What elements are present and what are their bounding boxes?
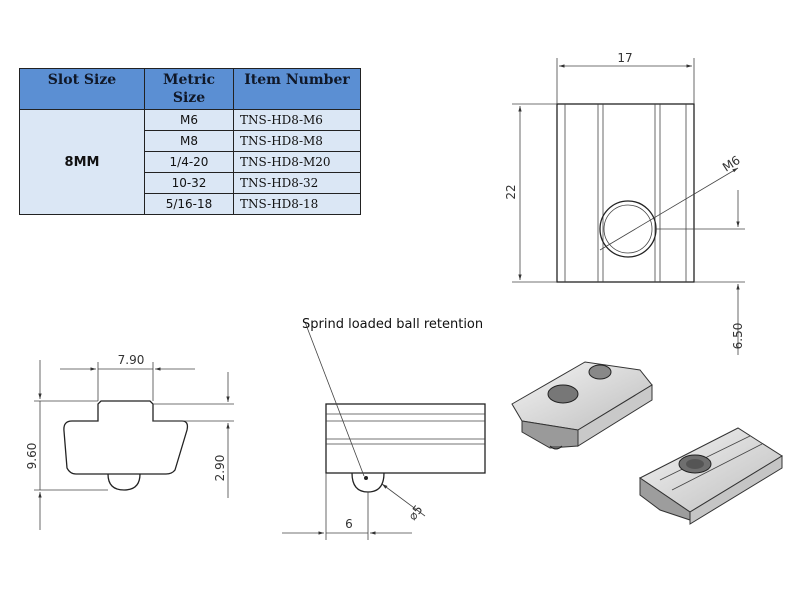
header-item-number: Item Number — [233, 68, 361, 110]
dim-ball-diameter: ⌀5 — [405, 503, 425, 523]
slot-size-cell: 8MM — [19, 109, 145, 215]
metric-cell: 10-32 — [144, 172, 234, 194]
metric-cell: M8 — [144, 130, 234, 152]
dim-thread-m6: M6 — [720, 153, 743, 175]
item-number-cell: TNS-HD8-32 — [233, 172, 361, 194]
side-view — [282, 321, 486, 540]
item-number-cell: TNS-HD8-M6 — [233, 109, 361, 131]
dim-width-17: 17 — [617, 51, 632, 65]
ball-retention-note: Sprind loaded ball retention — [302, 317, 483, 332]
metric-cell: 1/4-20 — [144, 151, 234, 173]
dim-hole-offset: 6.50 — [731, 323, 745, 350]
dim-profile-width: 7.90 — [118, 353, 145, 367]
t-nut-3d-bottom-render — [639, 427, 783, 525]
dim-ball-offset: 6 — [345, 517, 353, 531]
header-slot-size: Slot Size — [19, 68, 145, 110]
item-number-cell: TNS-HD8-18 — [233, 193, 361, 215]
metric-cell: 5/16-18 — [144, 193, 234, 215]
metric-cell: M6 — [144, 109, 234, 131]
item-number-cell: TNS-HD8-M20 — [233, 151, 361, 173]
spec-table: Slot Size Metric Size Item Number 8MM M6… — [19, 68, 361, 215]
dim-profile-height: 9.60 — [25, 443, 39, 470]
top-view — [512, 58, 745, 355]
dim-height-22: 22 — [504, 184, 518, 199]
dim-flange-height: 2.90 — [213, 455, 227, 482]
item-number-cell: TNS-HD8-M8 — [233, 130, 361, 152]
end-profile-view — [34, 360, 234, 530]
t-nut-3d-top-render — [511, 361, 653, 450]
